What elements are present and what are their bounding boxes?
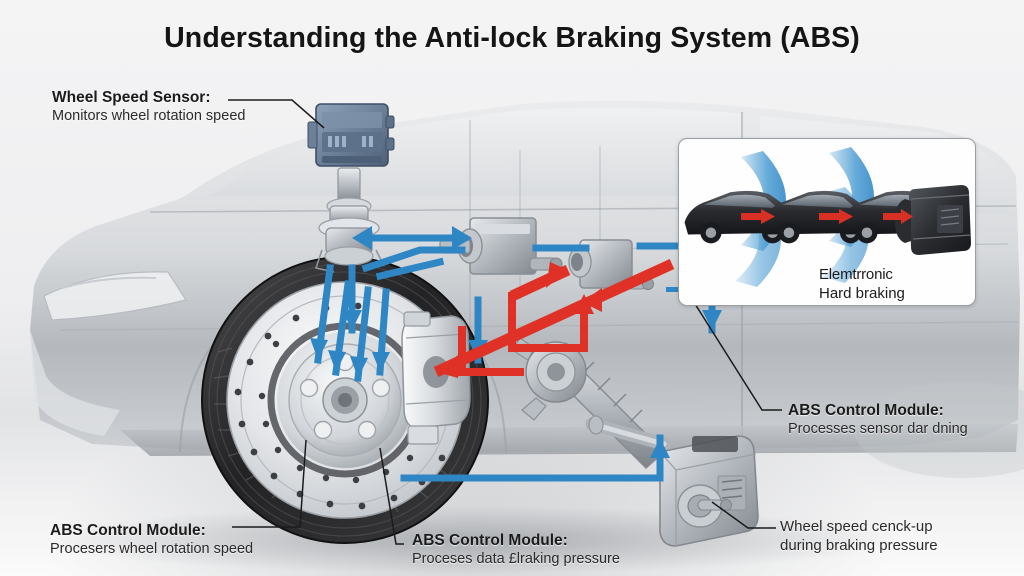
inset-caption-line2: Hard braking: [819, 285, 905, 302]
wheel-speed-sensor-module: [307, 103, 395, 167]
inset-step-arrows: [741, 209, 913, 224]
callout-title: ABS Control Module:: [788, 402, 944, 419]
callout-abs-control-module-right: ABS Control Module: Processes sensor dar…: [788, 401, 968, 439]
page-title: Understanding the Anti-lock Braking Syst…: [164, 22, 860, 54]
abs-hydraulic-actuator: [585, 415, 759, 547]
callout-title: ABS Control Module:: [50, 522, 206, 539]
inset-abs-module: [895, 185, 972, 255]
inset-caption: Elemtrronic Hard braking: [819, 265, 969, 303]
callout-desc: Proceses data £lraking pressure: [412, 551, 620, 567]
callout-title: ABS Control Module:: [412, 532, 568, 549]
pressure-flow-red-heads: [436, 262, 602, 378]
callout-abs-control-module-bottom-center: ABS Control Module: Proceses data £lraki…: [412, 531, 620, 569]
inset-sequence-art: [684, 147, 972, 287]
callout-wheel-speed-sensor: Wheel Speed Sensor: Monitors wheel rotat…: [52, 88, 245, 126]
callout-desc: Monitors wheel rotation speed: [52, 108, 246, 124]
callout-desc: Processes sensor dar dning: [788, 421, 968, 437]
leader-lines: [228, 99, 782, 545]
callout-title: Wheel speed cenck-up: [780, 518, 933, 535]
abs-sequence-inset-panel: Elemtrronic Hard braking: [678, 138, 976, 306]
wheel-hub: [288, 343, 402, 457]
drive-shaft: [511, 337, 666, 469]
inset-caption-line1: Elemtrronic: [819, 266, 893, 283]
callout-wheel-speed-check: Wheel speed cenck-up during braking pres…: [780, 517, 938, 555]
strut-assembly: [314, 167, 385, 273]
callout-desc: Procesers wheel rotation speed: [50, 541, 254, 557]
callout-title: Wheel Speed Sensor:: [52, 89, 211, 106]
hydraulic-flow-blue-heads: [310, 226, 722, 458]
callout-desc: during braking pressure: [780, 537, 938, 554]
secondary-cylinder: [568, 239, 654, 290]
callout-abs-control-module-bottom-left: ABS Control Module: Procesers wheel rota…: [50, 521, 253, 559]
